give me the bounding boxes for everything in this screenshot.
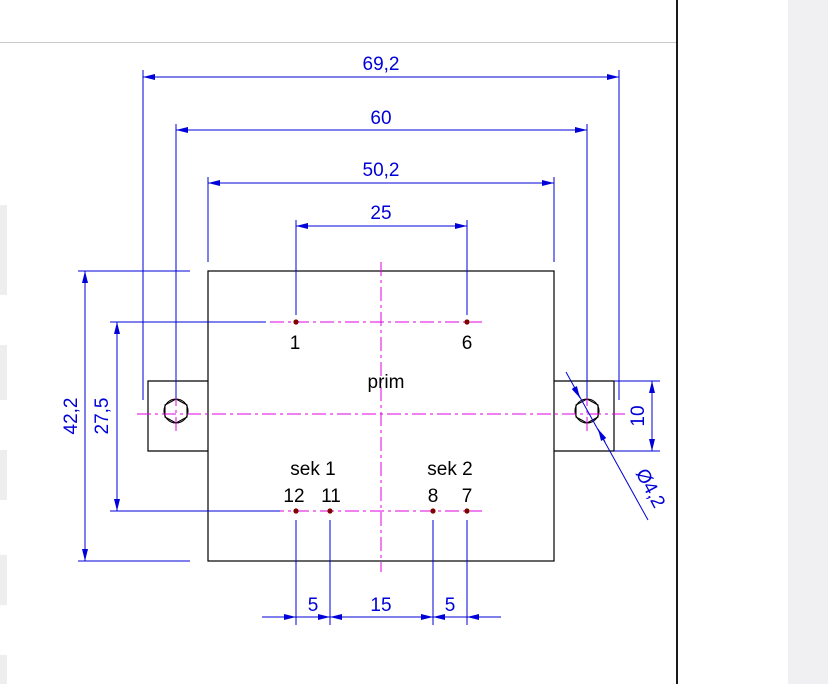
pin-label-11: 11 xyxy=(321,486,341,507)
dim-hole-diameter: Ø4,2 xyxy=(631,465,669,511)
toolbar-divider xyxy=(0,42,676,43)
viewport-frame-right xyxy=(676,0,678,684)
transformer-drawing: 69,2 60 50,2 25 42,2 27,5 10 Ø4,2 5 15 5… xyxy=(61,54,669,625)
label-secondary-1: sek 1 xyxy=(290,459,335,480)
left-panel-stub-5 xyxy=(0,655,7,684)
pin-label-12: 12 xyxy=(283,486,304,507)
mount-tab-left xyxy=(147,380,208,452)
dim-tab-width: 10 xyxy=(628,405,649,426)
dim-pin-row-spacing: 27,5 xyxy=(92,398,113,435)
dim-mount-hole-spacing: 60 xyxy=(370,108,391,129)
pin-label-6: 6 xyxy=(462,333,473,354)
right-panel xyxy=(678,0,788,684)
pin-1 xyxy=(293,319,299,325)
dim-secondary-gap-left: 5 xyxy=(308,595,319,616)
pin-11 xyxy=(327,508,333,514)
dim-primary-pin-spacing: 25 xyxy=(370,203,391,224)
left-panel-stub-3 xyxy=(0,450,7,500)
left-panel-stub-4 xyxy=(0,555,7,605)
dim-body-height: 42,2 xyxy=(61,398,82,435)
label-primary: prim xyxy=(368,372,405,393)
label-secondary-2: sek 2 xyxy=(427,459,472,480)
dimension-lines xyxy=(78,70,660,625)
pin-12 xyxy=(293,508,299,514)
pin-6 xyxy=(464,319,470,325)
left-panel-stub-2 xyxy=(0,345,7,400)
pin-8 xyxy=(430,508,436,514)
pin-label-1: 1 xyxy=(290,333,301,354)
pins xyxy=(293,319,470,514)
dim-overall-mount-width: 69,2 xyxy=(363,54,400,75)
dim-body-width: 50,2 xyxy=(363,160,400,181)
dim-secondary-gap-right: 5 xyxy=(445,595,456,616)
pin-7 xyxy=(464,508,470,514)
vertical-scrollbar[interactable] xyxy=(788,0,828,684)
dim-secondary-group-spacing: 15 xyxy=(370,595,391,616)
pin-label-7: 7 xyxy=(462,486,473,507)
centerline-crosshair-icon xyxy=(137,262,625,572)
pin-label-8: 8 xyxy=(428,486,439,507)
left-panel-stub-1 xyxy=(0,205,7,295)
mount-tab-right xyxy=(554,380,615,452)
